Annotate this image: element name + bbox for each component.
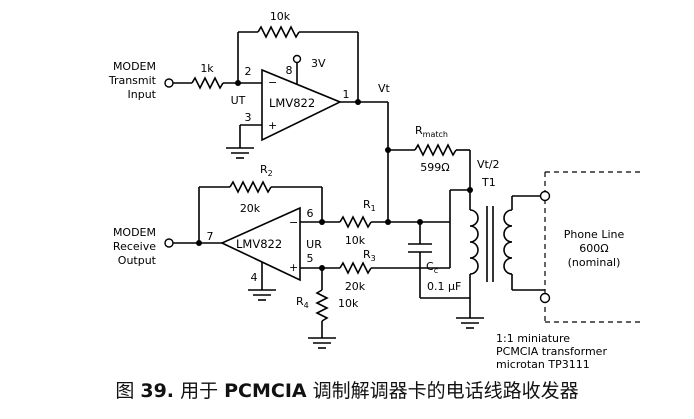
pin-7: 7: [207, 230, 214, 243]
minus-sign-bot: −: [289, 216, 298, 229]
ur-label: UR: [306, 238, 322, 251]
rx-label-3: Output: [118, 254, 157, 267]
ground-symbol: [248, 289, 276, 301]
ground-symbol: [456, 317, 484, 329]
r2-label: R2: [260, 163, 273, 178]
rx-label-1: MODEM: [113, 226, 156, 239]
pin-1: 1: [343, 88, 350, 101]
r3-resistor: [339, 261, 372, 275]
cc-label: Cc: [426, 260, 438, 275]
pin-4: 4: [251, 271, 258, 284]
receive-section: [164, 180, 450, 349]
supply-label: 3V: [311, 57, 326, 70]
phone-label-3: (nominal): [568, 256, 621, 269]
tx-input-terminal: [164, 78, 174, 88]
caption-prefix: 图: [115, 380, 141, 402]
tip-terminal: [539, 190, 551, 202]
pin-5: 5: [307, 252, 314, 265]
caption-bold: PCMCIA: [224, 380, 307, 402]
phone-label-1: Phone Line: [564, 228, 625, 241]
xfmr-note-2: PCMCIA transformer: [496, 345, 607, 358]
rx-label-2: Receive: [113, 240, 156, 253]
ground-symbol: [308, 337, 336, 349]
minus-sign-top: −: [268, 76, 277, 89]
ic-bot-label: LMV822: [236, 237, 282, 251]
r1-label: R1: [363, 198, 376, 213]
rmatch-value: 599Ω: [420, 161, 449, 174]
rx-output-terminal: [164, 238, 174, 248]
caption-number: 39.: [140, 380, 175, 402]
pin-3: 3: [245, 111, 252, 124]
r-fb-value: 10k: [270, 10, 291, 23]
ring-terminal: [539, 292, 551, 304]
ic-top-label: LMV822: [269, 96, 315, 110]
caption-text-a: 用于: [174, 380, 225, 402]
plus-sign-bot: +: [289, 261, 298, 274]
pin-2: 2: [245, 65, 252, 78]
rmatch-resistor: [414, 143, 457, 157]
tx-label-3: Input: [128, 88, 157, 101]
opamp-ur: [220, 206, 301, 282]
opamp-ut: [261, 68, 342, 142]
r4-resistor: [315, 289, 329, 322]
r-in-value: 1k: [200, 62, 214, 75]
xfmr-note-3: microtan TP3111: [496, 358, 590, 371]
tx-label-2: Transmit: [108, 74, 157, 87]
phone-line-box: [539, 171, 640, 323]
tx-label-1: MODEM: [113, 60, 156, 73]
t1-label: T1: [481, 176, 496, 189]
cc-value: 0.1 μF: [427, 280, 461, 293]
ground-symbol: [226, 147, 254, 159]
plus-sign-top: +: [268, 119, 277, 132]
phone-label-2: 600Ω: [579, 242, 608, 255]
pin-8: 8: [286, 64, 293, 77]
caption-text-b: 调制解调器卡的电话线路收发器: [306, 380, 579, 402]
ut-label: UT: [231, 94, 246, 107]
pin-6: 6: [307, 207, 314, 220]
r2-value: 20k: [240, 202, 261, 215]
rmatch-label: Rmatch: [415, 124, 448, 139]
r4-value: 10k: [338, 297, 359, 310]
feedback-resistor-10k: [257, 25, 300, 39]
figure-caption: 图 39. 用于 PCMCIA 调制解调器卡的电话线路收发器: [0, 376, 694, 406]
transformer-t1: [469, 190, 545, 318]
r3-value: 20k: [345, 280, 366, 293]
r4-label: R4: [296, 295, 309, 310]
transmit-section: [164, 25, 388, 159]
input-resistor-1k: [191, 76, 224, 90]
xfmr-note-1: 1:1 miniature: [496, 332, 570, 345]
r1-resistor: [339, 215, 372, 229]
vt-label: Vt: [378, 82, 391, 95]
r2-resistor: [229, 180, 272, 194]
r3-label: R3: [363, 248, 376, 263]
vt2-label: Vt/2: [477, 158, 500, 171]
supply-terminal: [292, 54, 302, 64]
r1-value: 10k: [345, 234, 366, 247]
